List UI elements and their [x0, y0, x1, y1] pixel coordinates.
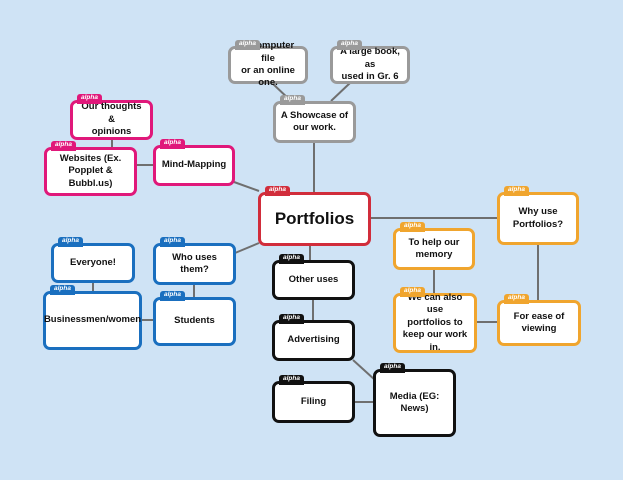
alpha-tag: alpha	[235, 40, 260, 50]
node-thoughts-opinions[interactable]: alpha Our thoughts & opinions	[70, 94, 153, 140]
alpha-tag: alpha	[504, 186, 529, 196]
link-center-who	[234, 242, 260, 254]
node-who-uses-label: Who uses them?	[172, 251, 217, 275]
node-large-book-label: A large book, as used in Gr. 6	[340, 46, 400, 83]
alpha-tag: alpha	[380, 363, 405, 373]
node-showcase-label: A Showcase of our work.	[280, 109, 349, 133]
alpha-tag: alpha	[337, 40, 362, 50]
alpha-tag: alpha	[58, 237, 83, 247]
alpha-tag: alpha	[160, 291, 185, 301]
node-websites-label: Websites (Ex. Popplet & Bubbl.us)	[59, 152, 122, 189]
alpha-tag: alpha	[279, 375, 304, 385]
node-websites[interactable]: alpha Websites (Ex. Popplet & Bubbl.us)	[44, 141, 137, 196]
node-who-uses[interactable]: alpha Who uses them?	[153, 237, 236, 285]
node-other-uses-label: Other uses	[288, 273, 339, 285]
alpha-tag: alpha	[400, 222, 425, 232]
node-mind-mapping-label: Mind-Mapping	[161, 159, 227, 171]
alpha-tag: alpha	[50, 285, 75, 295]
node-everyone-label: Everyone!	[70, 256, 116, 268]
node-portfolios-center[interactable]: alpha Portfolios	[258, 186, 371, 246]
node-filing[interactable]: alpha Filing	[272, 375, 355, 423]
node-students-label: Students	[174, 315, 215, 327]
alpha-tag: alpha	[160, 139, 185, 149]
node-businessmen-label: Businessmen/women	[43, 314, 142, 326]
node-showcase[interactable]: alpha A Showcase of our work.	[273, 95, 356, 143]
node-ease-viewing-label: For ease of viewing	[513, 310, 565, 334]
node-computer-file[interactable]: alpha A computer file or an online one.	[228, 40, 308, 88]
alpha-tag: alpha	[504, 294, 529, 304]
node-advertising[interactable]: alpha Advertising	[272, 314, 355, 361]
node-other-uses[interactable]: alpha Other uses	[272, 254, 355, 300]
node-media-label: Media (EG: News)	[389, 390, 440, 414]
alpha-tag: alpha	[279, 254, 304, 264]
node-portfolios-label: Portfolios	[274, 208, 355, 228]
alpha-tag: alpha	[160, 237, 185, 247]
node-why-use-label: Why use Portfolios?	[512, 206, 564, 230]
node-help-memory[interactable]: alpha To help our memory	[393, 222, 475, 270]
node-media[interactable]: alpha Media (EG: News)	[373, 363, 456, 437]
node-advertising-label: Advertising	[287, 334, 340, 346]
node-filing-label: Filing	[300, 395, 327, 407]
node-businessmen[interactable]: alpha Businessmen/women	[43, 285, 142, 350]
link-center-mindmapping	[233, 181, 260, 192]
alpha-tag: alpha	[77, 94, 102, 104]
node-students[interactable]: alpha Students	[153, 291, 236, 346]
node-everyone[interactable]: alpha Everyone!	[51, 237, 135, 283]
node-keep-work[interactable]: alpha We can also use portfolios to keep…	[393, 287, 477, 353]
node-large-book[interactable]: alpha A large book, as used in Gr. 6	[330, 40, 410, 84]
node-ease-viewing[interactable]: alpha For ease of viewing	[497, 294, 581, 346]
alpha-tag: alpha	[280, 95, 305, 105]
alpha-tag: alpha	[400, 287, 425, 297]
alpha-tag: alpha	[279, 314, 304, 324]
alpha-tag: alpha	[51, 141, 76, 151]
node-help-memory-label: To help our memory	[408, 236, 460, 260]
link-advertising-media	[352, 359, 376, 381]
link-showcase-book	[330, 82, 351, 102]
alpha-tag: alpha	[265, 186, 290, 196]
node-thoughts-opinions-label: Our thoughts & opinions	[81, 101, 142, 138]
node-why-use[interactable]: alpha Why use Portfolios?	[497, 186, 579, 245]
node-mind-mapping[interactable]: alpha Mind-Mapping	[153, 139, 235, 186]
node-keep-work-label: We can also use portfolios to keep our w…	[402, 292, 468, 353]
